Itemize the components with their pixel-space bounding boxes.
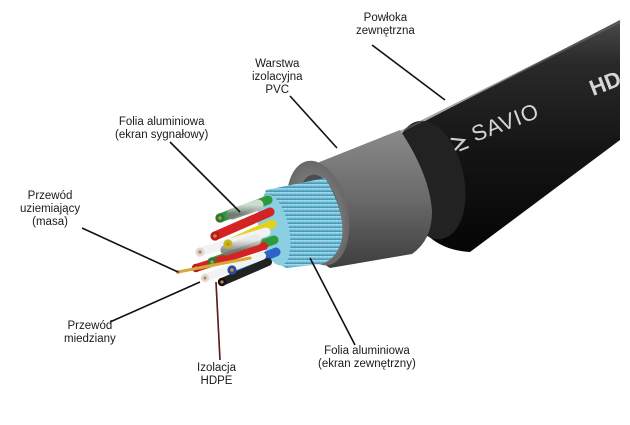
- label-outer-sheath: Powłoka zewnętrzna: [356, 12, 415, 37]
- leader-outer-foil: [309, 257, 356, 346]
- leader-signal-foil: [169, 141, 241, 213]
- savio-logo-icon: [450, 137, 470, 152]
- leader-ground-wire: [81, 227, 179, 273]
- label-signal-foil: Folia aluminiowa (ekran sygnałowy): [115, 116, 209, 141]
- label-outer-foil: Folia aluminiowa (ekran zewnętrzny): [318, 345, 416, 370]
- wire-bundle: [176, 195, 281, 287]
- label-copper-wire: Przewód miedziany: [64, 320, 116, 345]
- label-hdpe-insulation: Izolacja HDPE: [197, 362, 236, 387]
- label-ground-wire: Przewód uziemiający (masa): [20, 190, 81, 228]
- leader-pvc: [289, 95, 338, 149]
- label-pvc-insulation: Warstwa izolacyjna PVC: [252, 58, 303, 96]
- leader-lines: [81, 44, 446, 361]
- leader-copper: [109, 281, 201, 323]
- leader-outer-sheath: [371, 44, 446, 101]
